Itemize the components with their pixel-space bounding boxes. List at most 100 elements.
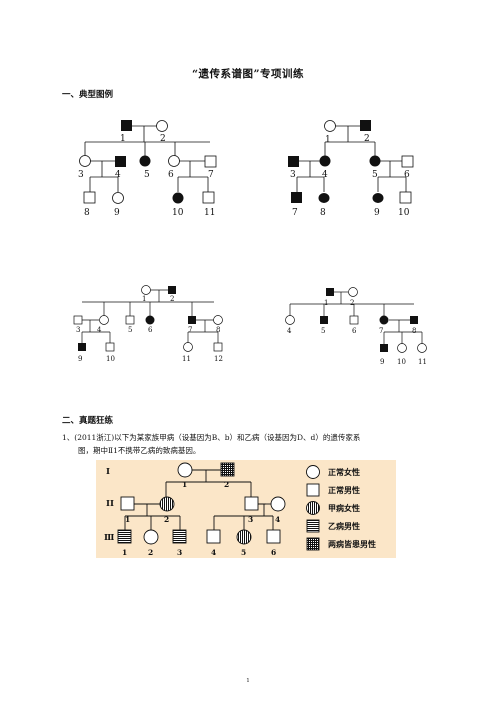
pedigree1-label: 8: [84, 208, 90, 218]
pedigree5-label: 3: [248, 515, 253, 524]
legend-label-both-diseases-male: 两病皆患男性: [328, 539, 376, 549]
pedigree2-label: 8: [320, 208, 326, 218]
pedigree1-symbol-5: [139, 155, 151, 167]
pedigree5-label: 1: [122, 548, 127, 557]
pedigree5-label: 6: [271, 548, 276, 557]
pedigree-chart-1: 1 2 3 4 5 6 7 8 9 10 11: [78, 120, 217, 218]
pedigree4-symbol-4: [285, 315, 295, 325]
pedigree2-label: 3: [290, 170, 296, 180]
legend-label-disease-b-male: 乙病男性: [328, 521, 360, 531]
pedigree3-symbol-3: [73, 315, 83, 325]
pedigree3-symbol-11: [183, 342, 193, 352]
pedigree3-symbol-2: [168, 286, 176, 294]
pedigree2-symbol-9: [372, 193, 384, 203]
pedigree1-label: 11: [204, 208, 215, 218]
pedigree5-label: 3: [177, 548, 182, 557]
pedigree2-label: 9: [374, 208, 380, 218]
pedigree1-symbol-2: [156, 120, 168, 132]
pedigree5-label: 4: [275, 515, 280, 524]
pedigree1-label: 9: [114, 208, 120, 218]
pedigree1-symbol-10: [172, 192, 184, 204]
pedigree5-label: 5: [241, 548, 246, 557]
generation-label-1: I: [106, 467, 110, 477]
page-number: 1: [246, 678, 250, 684]
pedigree3-symbol-5: [125, 315, 135, 325]
pedigree3-symbol-6: [145, 315, 155, 325]
pedigree1-symbol-4: [115, 156, 126, 167]
pedigree2-symbol-3: [288, 156, 299, 167]
pedigree3-label: 3: [76, 326, 80, 334]
question-1-text: 1、(2011浙江)以下为某家族甲病（设基因为B、b）和乙病（设基因为D、d）的…: [62, 431, 442, 457]
legend-label-normal-male: 正常男性: [328, 485, 360, 495]
pedigree3-label: 6: [148, 326, 153, 334]
pedigree2-label: 4: [322, 170, 328, 180]
pedigree5-III3-disease-b-male: [172, 529, 187, 544]
question-1-line-1: 1、(2011浙江)以下为某家族甲病（设基因为B、b）和乙病（设基因为D、d）的…: [62, 433, 361, 442]
pedigree-chart-2: 1 2 3 4 5 6 7 8 9 10: [288, 120, 414, 218]
pedigree5-II3-normal-male: [244, 496, 259, 511]
pedigree1-symbol-8: [83, 191, 96, 204]
pedigree1-label: 2: [160, 134, 166, 144]
pedigree4-label: 6: [352, 327, 357, 335]
pedigree2-label: 1: [325, 135, 331, 145]
pedigree2-label: 7: [292, 208, 298, 218]
pedigree1-symbol-11: [202, 191, 215, 204]
generation-label-2: II: [106, 499, 114, 509]
pedigree1-label: 6: [168, 170, 174, 180]
pedigree5-label: 1: [125, 515, 130, 524]
pedigree3-symbol-10: [105, 342, 115, 352]
pedigree4-label: 4: [287, 327, 292, 335]
pedigree4-label: 9: [380, 358, 384, 366]
pedigree1-label: 4: [115, 170, 121, 180]
pedigree2-label: 2: [364, 134, 370, 144]
pedigree4-symbol-9: [380, 344, 388, 352]
pedigree4-label: 11: [418, 358, 427, 366]
pedigree4-label: 10: [397, 358, 406, 366]
pedigree4-symbol-1: [326, 288, 334, 296]
pedigree3-symbol-7: [188, 316, 196, 324]
pedigree4-label: 7: [379, 327, 383, 335]
pedigree1-label: 7: [208, 170, 214, 180]
pedigree3-symbol-4: [99, 315, 109, 325]
legend-normal-male-icon: [306, 483, 320, 497]
pedigree5-III4-normal-male: [206, 529, 221, 544]
pedigree5-III5-disease-a-female: [236, 529, 252, 545]
pedigree2-label: 10: [398, 208, 410, 218]
pedigree1-symbol-7: [204, 155, 217, 168]
pedigree3-symbol-8: [213, 315, 223, 325]
pedigree4-label: 1: [324, 299, 328, 307]
legend-label-disease-a-female: 甲病女性: [328, 503, 360, 513]
legend-normal-female-icon: [306, 465, 320, 479]
pedigree4-symbol-6: [349, 315, 359, 325]
pedigree3-label: 10: [106, 355, 115, 363]
pedigree3-label: 9: [78, 355, 82, 363]
pedigree4-symbol-11: [417, 343, 427, 353]
pedigree5-III6-normal-male: [266, 529, 281, 544]
pedigree2-symbol-7: [291, 192, 302, 203]
pedigree3-symbol-9: [78, 343, 86, 351]
pedigree5-II2-disease-a-female: [159, 496, 175, 512]
legend-disease-a-female-icon: [306, 501, 320, 515]
pedigree1-symbol-1: [121, 120, 132, 131]
pedigree3-label: 2: [170, 295, 174, 303]
pedigree1-label: 5: [144, 170, 150, 180]
pedigree1-symbol-3: [79, 155, 91, 167]
question-1-line-2: 图，期中Ⅱ1不携带乙病的致病基因。: [78, 446, 201, 455]
pedigree1-symbol-6: [168, 155, 180, 167]
pedigree3-label: 12: [214, 355, 223, 363]
pedigree2-symbol-4: [319, 155, 331, 167]
pedigree5-III1-disease-b-male: [117, 529, 132, 544]
legend-label-normal-female: 正常女性: [328, 467, 360, 477]
pedigree4-symbol-7: [379, 315, 389, 325]
legend-both-diseases-male-icon: [306, 537, 320, 551]
pedigree5-I1-normal-female: [177, 462, 193, 478]
pedigree1-label: 1: [120, 134, 126, 144]
pedigree2-symbol-6: [401, 155, 414, 168]
pedigree5-label: 2: [224, 480, 229, 489]
pedigree4-symbol-2: [348, 287, 358, 297]
pedigree1-symbol-9: [112, 192, 124, 204]
pedigree2-label: 6: [404, 170, 410, 180]
pedigree3-symbol-12: [213, 342, 223, 352]
page-title: “遗传系谱图”专项训练: [191, 68, 305, 80]
pedigree5-label: 1: [182, 480, 187, 489]
